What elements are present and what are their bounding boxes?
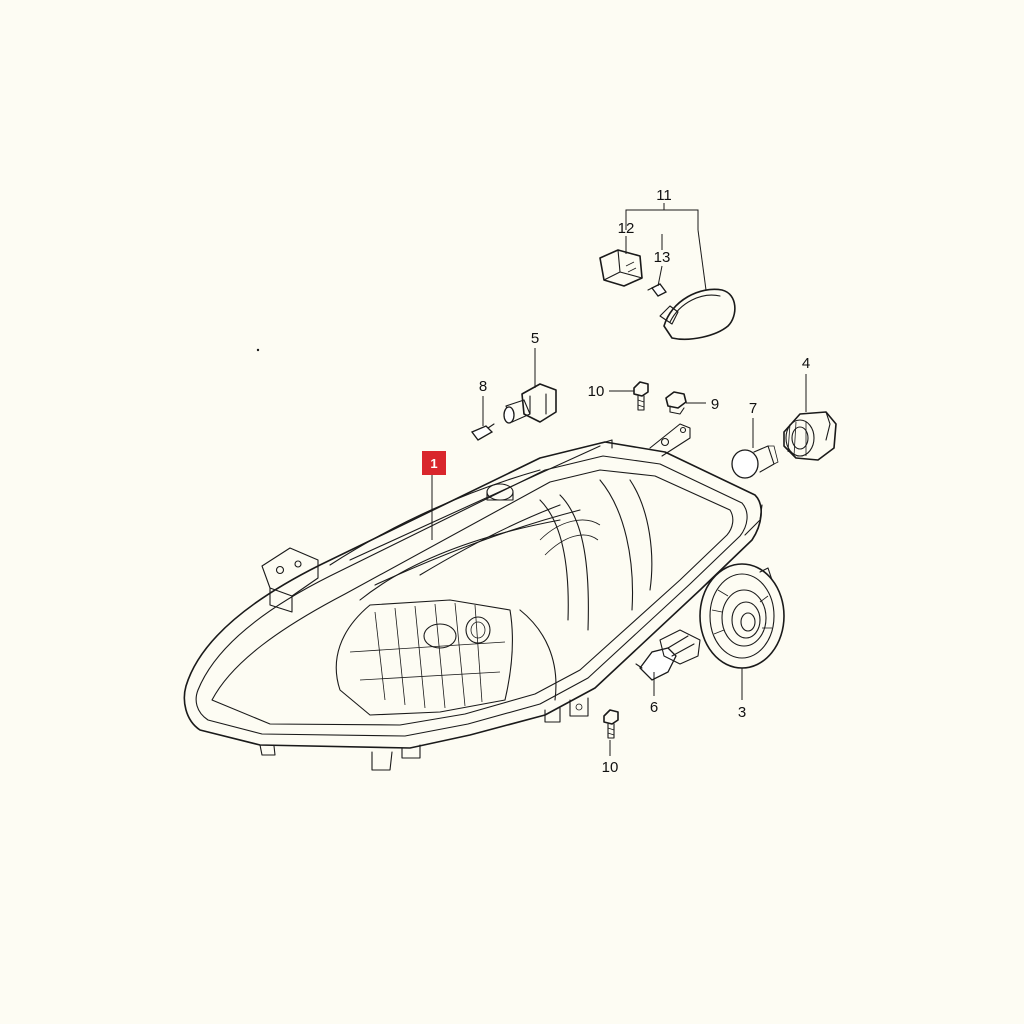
nut-part-9[interactable] [665,391,687,415]
callout-label-9: 9 [711,396,719,413]
callout-label-10-top: 10 [588,383,605,400]
part-1-highlight-badge[interactable] [422,451,446,475]
headlight-bulb-part-6[interactable] [635,629,701,681]
wedge-bulb-part-8[interactable] [470,423,495,441]
side-marker-lamp[interactable] [659,288,736,341]
callout-label-8: 8 [479,378,487,395]
side-marker-socket-part-12[interactable] [599,249,643,287]
callout-label-12: 12 [618,220,635,237]
socket-part-5[interactable] [503,383,557,424]
socket-part-4[interactable] [783,411,837,461]
bolt-part-10-top[interactable] [633,381,649,411]
side-marker-bulb-part-13[interactable] [647,283,667,297]
callout-label-11: 11 [656,187,672,204]
turn-signal-bulb-part-7[interactable] [731,445,779,479]
callout-label-4: 4 [802,355,810,372]
callout-label-6: 6 [650,699,658,716]
dust-cap-part-3[interactable] [699,563,785,669]
callout-label-10-bottom: 10 [602,759,619,776]
callout-lines [431,203,807,756]
callout-label-7: 7 [749,400,757,417]
callout-label-3: 3 [738,704,746,721]
bolt-part-10-bottom[interactable] [603,709,619,739]
callout-label-5: 5 [531,330,539,347]
callout-label-13: 13 [654,249,671,266]
stray-dot [256,348,260,352]
callout-label-1: 1 [430,456,437,471]
headlamp-assembly[interactable] [183,423,763,771]
